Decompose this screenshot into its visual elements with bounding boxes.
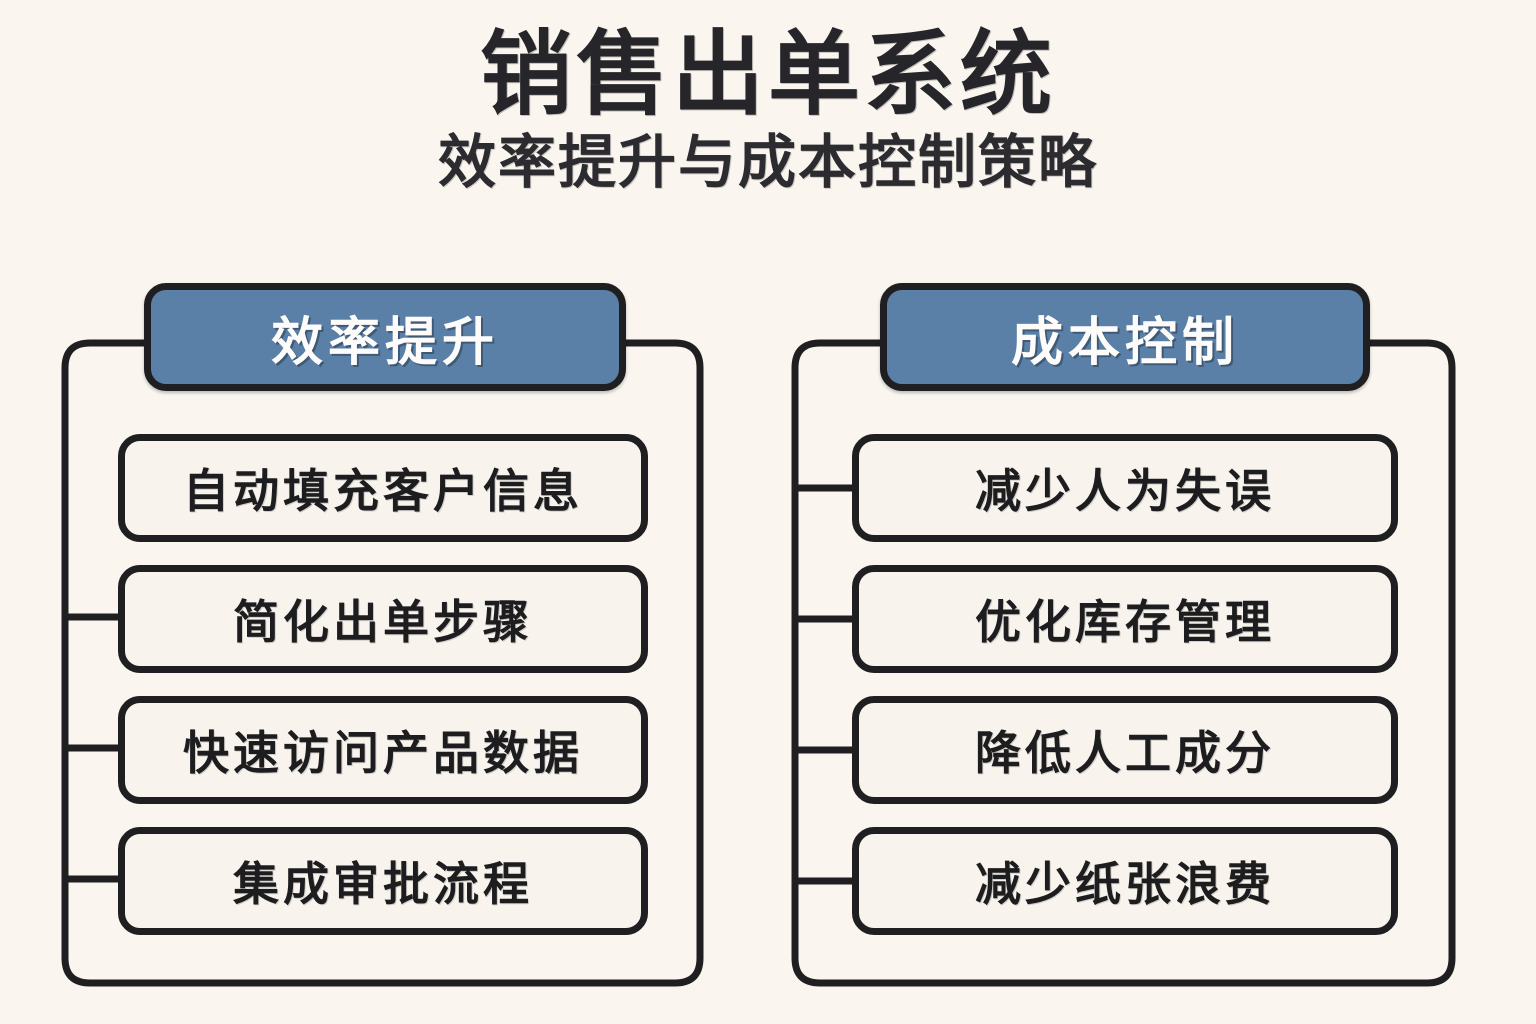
list-item[interactable]: 自动填充客户信息 <box>118 434 648 542</box>
page-header: 销售出单系统 效率提升与成本控制策略 <box>0 0 1536 195</box>
list-item-label: 集成审批流程 <box>233 858 533 910</box>
list-item[interactable]: 减少人为失误 <box>852 434 1398 542</box>
list-item[interactable]: 优化库存管理 <box>852 565 1398 673</box>
list-item-label: 优化库存管理 <box>975 596 1275 648</box>
list-item-label: 快速访问产品数据 <box>183 727 583 779</box>
page-title: 销售出单系统 <box>479 24 1056 126</box>
group-header-efficiency[interactable]: 效率提升 <box>144 283 626 391</box>
group-item-list-cost-control: 减少人为失误 优化库存管理 降低人工成分 减少纸张浪费 <box>852 434 1398 958</box>
group-item-list-efficiency: 自动填充客户信息 简化出单步骤 快速访问产品数据 集成审批流程 <box>118 434 648 958</box>
list-item-label: 减少人为失误 <box>975 465 1275 517</box>
list-item-label: 减少纸张浪费 <box>975 858 1275 910</box>
group-header-label: 成本控制 <box>1010 313 1239 372</box>
list-item[interactable]: 集成审批流程 <box>118 827 648 935</box>
group-header-cost-control[interactable]: 成本控制 <box>880 283 1370 391</box>
list-item[interactable]: 简化出单步骤 <box>118 565 648 673</box>
list-item-label: 简化出单步骤 <box>233 596 533 648</box>
page-subtitle: 效率提升与成本控制策略 <box>437 130 1098 196</box>
list-item[interactable]: 快速访问产品数据 <box>118 696 648 804</box>
list-item-label: 降低人工成分 <box>975 727 1275 779</box>
list-item[interactable]: 减少纸张浪费 <box>852 827 1398 935</box>
list-item-label: 自动填充客户信息 <box>183 465 583 517</box>
group-header-label: 效率提升 <box>270 313 499 372</box>
list-item[interactable]: 降低人工成分 <box>852 696 1398 804</box>
